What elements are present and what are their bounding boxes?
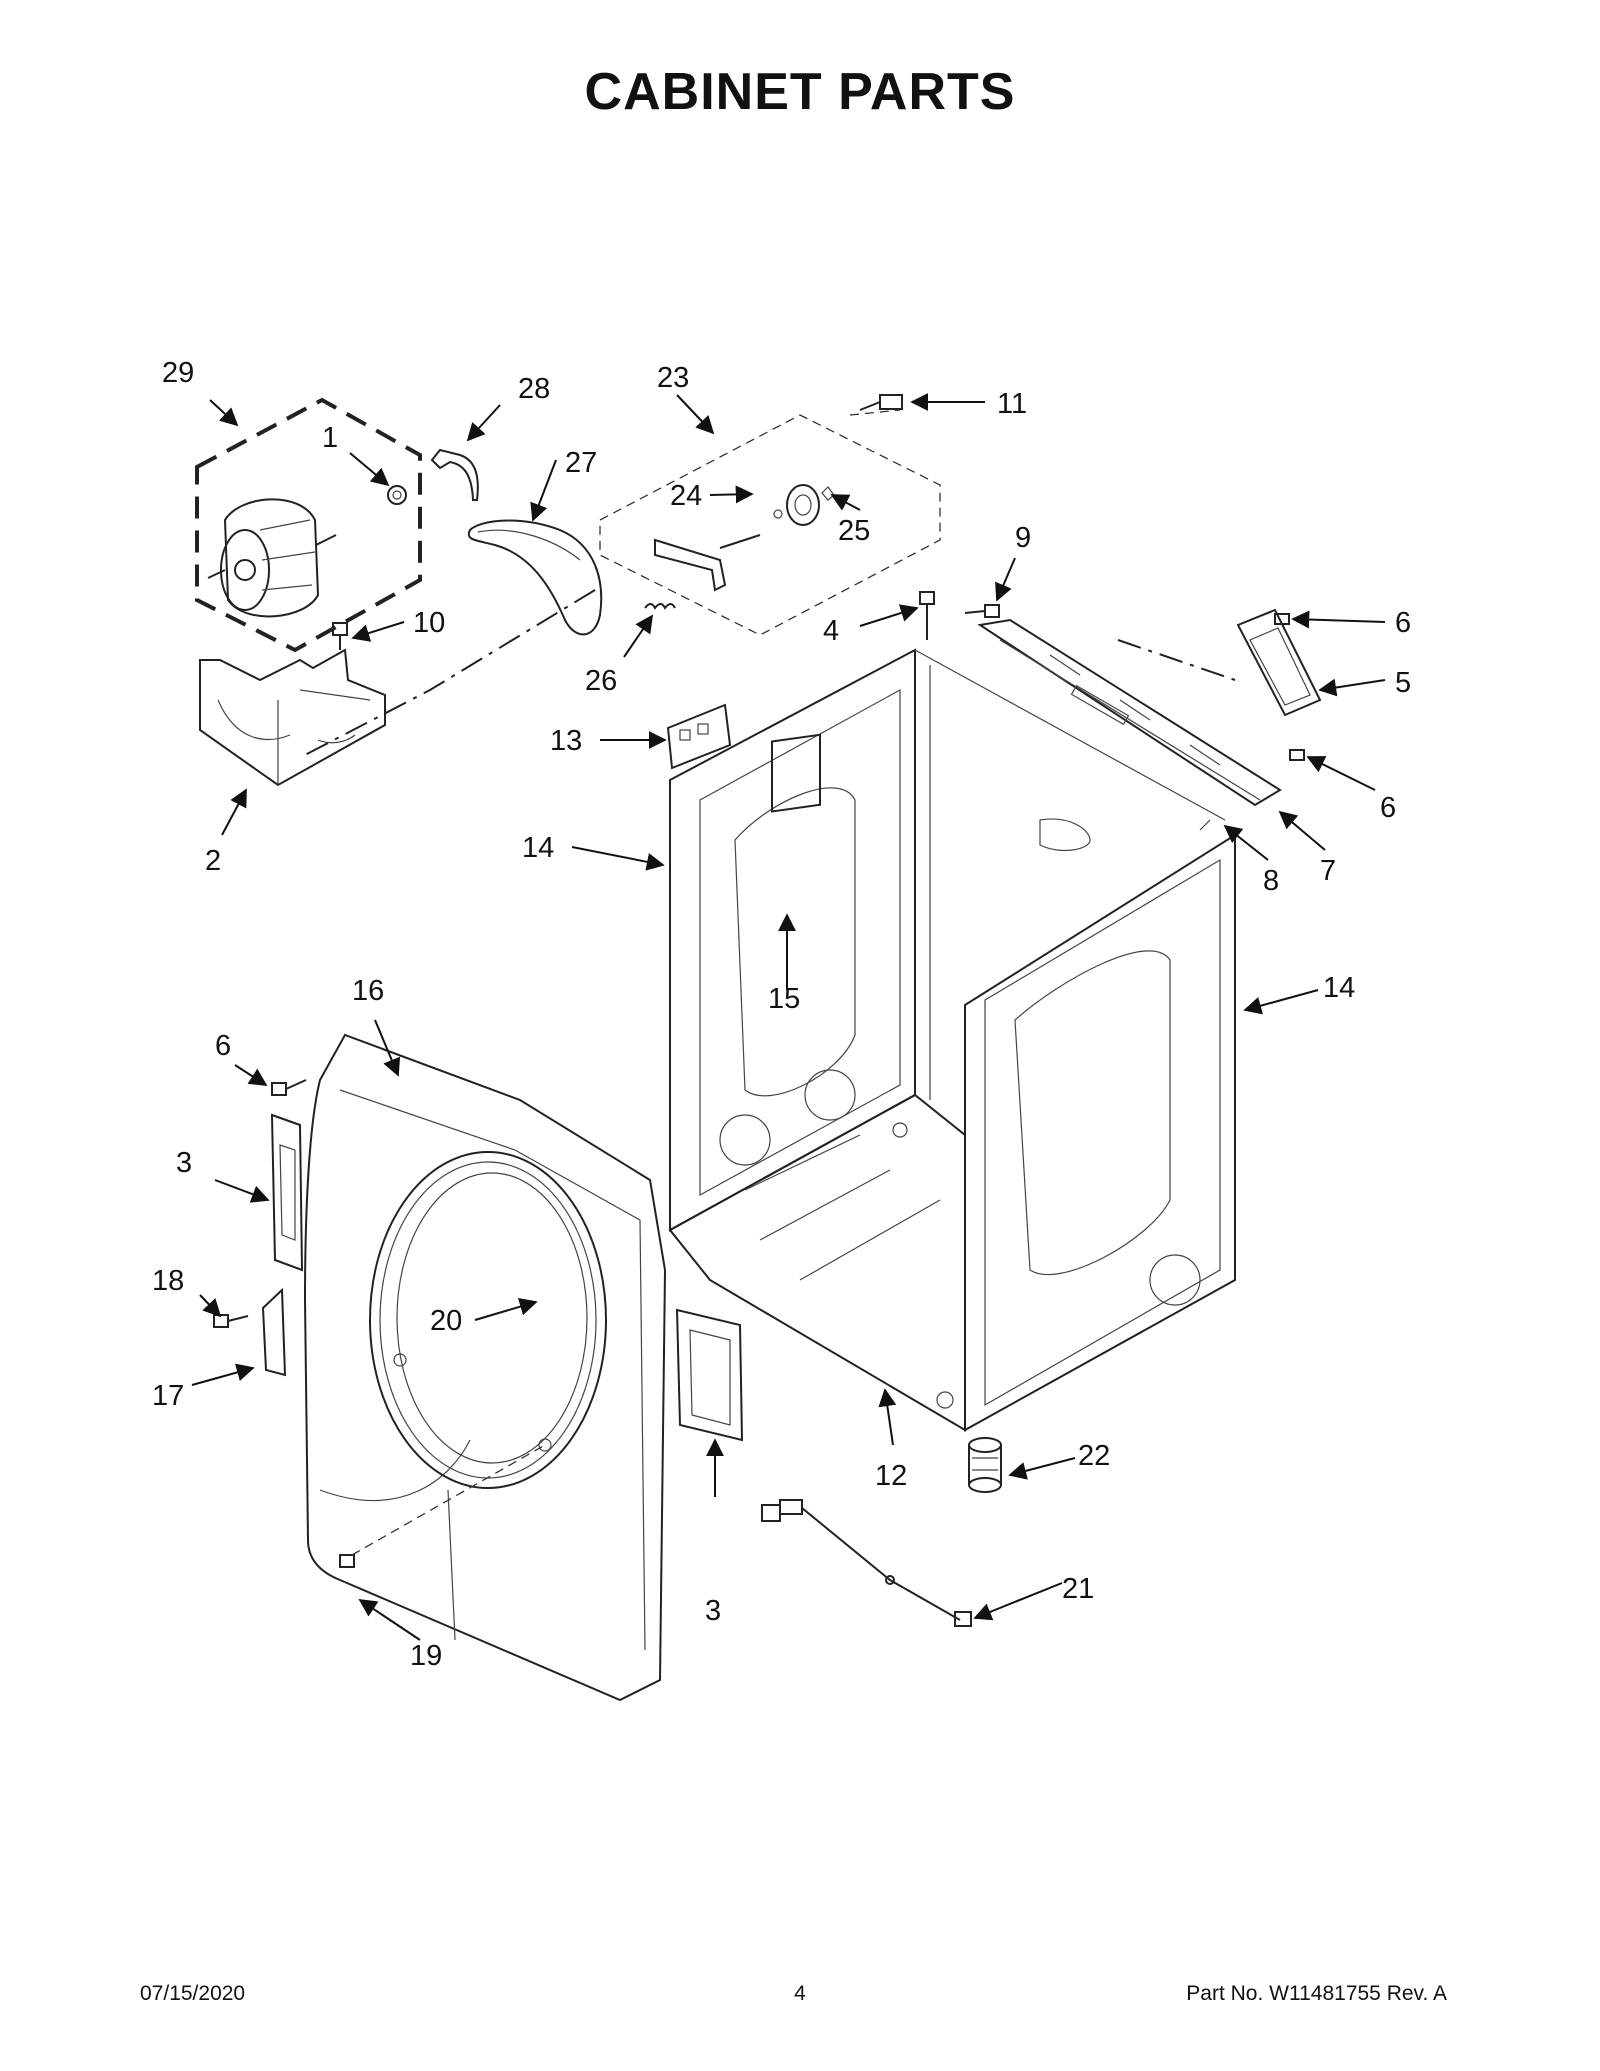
vent-link-line	[1117, 639, 1236, 681]
drive-motor	[207, 498, 337, 618]
callout-21: 21	[1062, 1573, 1094, 1605]
callout-14-right: 14	[1323, 972, 1355, 1004]
callout-6-mid: 6	[1380, 792, 1396, 824]
cabinet-right-side	[964, 833, 1236, 1432]
idler-bracket	[654, 534, 761, 592]
hinge-screw-18	[213, 1314, 249, 1328]
screw-19-link	[351, 1444, 546, 1556]
callout-11: 11	[997, 388, 1027, 420]
motor-group-outline	[195, 397, 422, 653]
idler-spring	[644, 603, 676, 610]
front-panel-screw-19	[339, 1554, 355, 1568]
idler-group-outline	[599, 414, 941, 636]
vent-screw-6-top	[1274, 613, 1290, 625]
cabinet-left-side	[669, 648, 916, 1232]
callout-10: 10	[413, 607, 445, 639]
front-bracket-left	[270, 1113, 304, 1272]
footer-part-number: Part No. W11481755 Rev. A	[1186, 1982, 1447, 2005]
callout-13: 13	[550, 725, 582, 757]
callout-20: 20	[430, 1305, 462, 1337]
callout-29: 29	[162, 357, 194, 389]
electronic-control-board	[666, 703, 732, 770]
cabinet-back-panel	[914, 649, 1226, 1100]
cabinet-screw-11	[859, 394, 903, 411]
door-hinge-strike	[261, 1287, 287, 1377]
callout-28: 28	[518, 373, 550, 405]
control-panel-label	[771, 733, 821, 813]
footer-date: 07/15/2020	[140, 1982, 246, 2005]
idler-washer	[773, 509, 783, 519]
callout-22: 22	[1078, 1440, 1110, 1472]
motor-clip	[430, 448, 479, 501]
door-opening-trim	[369, 1151, 607, 1489]
callout-5: 5	[1395, 667, 1411, 699]
top-rear-brace	[977, 618, 1282, 807]
motor-nut	[387, 485, 407, 505]
belt-routing-line	[304, 589, 596, 756]
callout-17: 17	[152, 1380, 184, 1412]
callout-27: 27	[565, 447, 597, 479]
screw-11-link	[849, 409, 901, 416]
front-panel-screw-6	[271, 1079, 307, 1096]
callout-15: 15	[768, 983, 800, 1015]
front-bracket-right	[675, 1308, 744, 1442]
cabinet-base	[668, 1093, 966, 1432]
callout-24: 24	[670, 480, 702, 512]
callout-3-right: 3	[705, 1595, 721, 1627]
footer-page-number: 4	[794, 1982, 806, 2005]
callout-12: 12	[875, 1460, 907, 1492]
callout-2: 2	[205, 845, 221, 877]
leader-lines	[191, 393, 1386, 1641]
vent-screw-6-lower	[1289, 749, 1305, 761]
idler-pulley	[786, 484, 835, 526]
callout-23: 23	[657, 362, 689, 394]
callout-1: 1	[322, 422, 338, 454]
cabinet-front-panel	[303, 1033, 667, 1702]
callout-labels: 29 1 2 10 28 27 23 24 25 26 11 4 9 6 5 6…	[152, 357, 1411, 1672]
callout-25: 25	[838, 515, 870, 547]
leveling-foot	[968, 1437, 1002, 1493]
callout-3-left: 3	[176, 1147, 192, 1179]
callout-18: 18	[152, 1265, 184, 1297]
motor-mount-screw	[332, 622, 348, 650]
callout-7: 7	[1320, 855, 1336, 887]
callout-8: 8	[1263, 865, 1279, 897]
callout-16: 16	[352, 975, 384, 1007]
callout-9: 9	[1015, 522, 1031, 554]
callout-14-left: 14	[522, 832, 554, 864]
page-title: CABINET PARTS	[584, 63, 1016, 121]
drive-belt	[467, 519, 603, 636]
top-screw-9	[964, 604, 1000, 618]
top-screw-4	[919, 591, 935, 640]
rear-vent-cover	[1236, 608, 1322, 717]
callout-6-front: 6	[215, 1030, 231, 1062]
callout-19: 19	[410, 1640, 442, 1672]
callout-4: 4	[823, 615, 839, 647]
callout-6-top: 6	[1395, 607, 1411, 639]
motor-mount	[199, 648, 386, 787]
callout-26: 26	[585, 665, 617, 697]
wire-harness	[761, 1499, 972, 1627]
